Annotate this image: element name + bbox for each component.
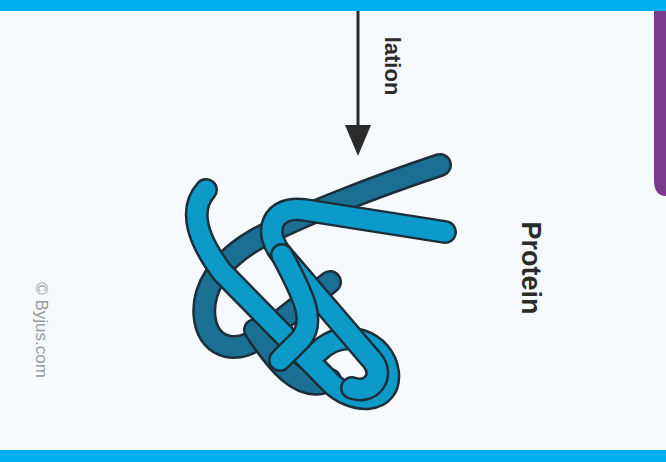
protein-strands <box>197 165 445 398</box>
arrow-line <box>357 11 360 128</box>
arrow-head <box>345 125 371 156</box>
bottom-bar <box>0 450 666 462</box>
structure-label: Protein <box>515 221 545 314</box>
top-bar <box>0 0 666 11</box>
watermark: © Byjus.com <box>32 282 51 378</box>
process-label: lation <box>380 37 404 96</box>
side-panel <box>654 11 666 196</box>
